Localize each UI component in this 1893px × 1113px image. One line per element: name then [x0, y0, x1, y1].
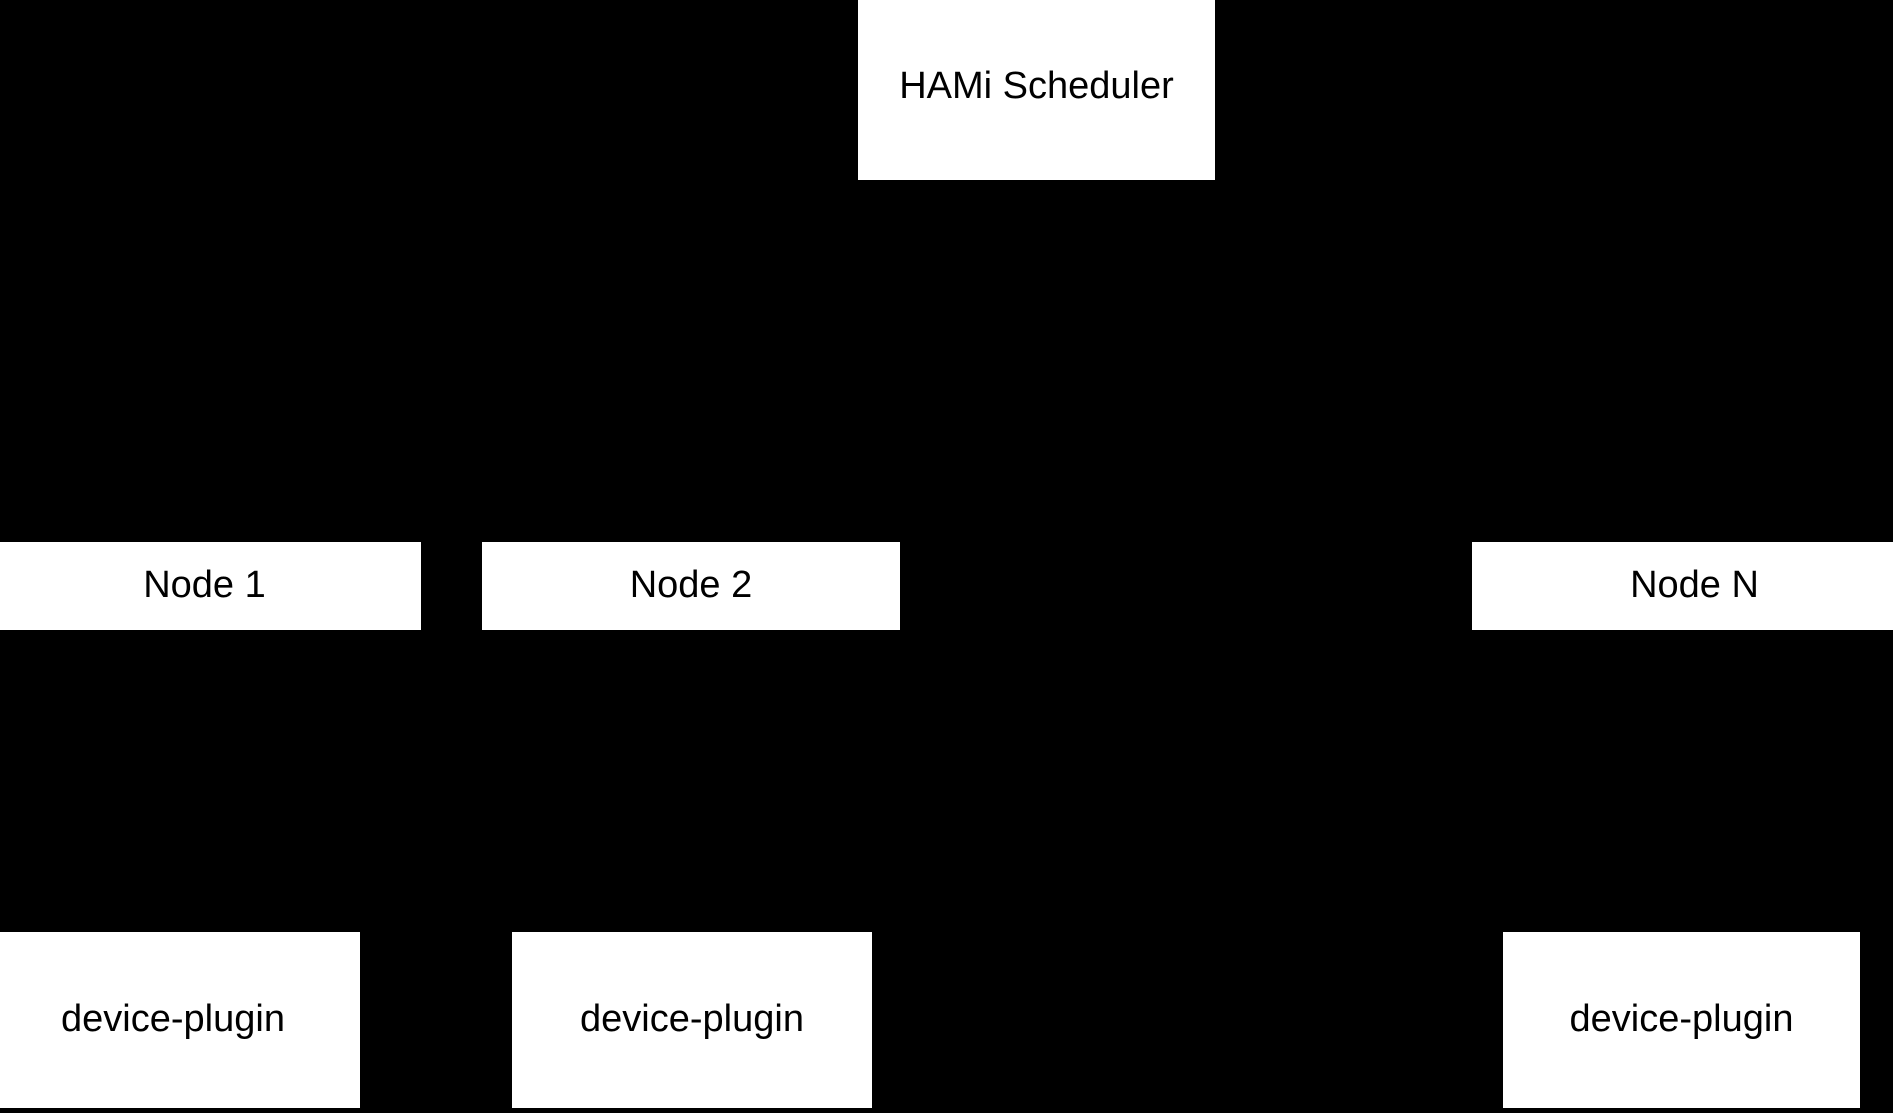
- device-plugin-1-label: device-plugin: [61, 998, 285, 1041]
- hami-scheduler-label: HAMi Scheduler: [899, 65, 1174, 108]
- device-plugin-1-node[interactable]: device-plugin: [0, 932, 360, 1108]
- device-plugin-3-label: device-plugin: [1569, 998, 1794, 1041]
- node-2-label: Node 2: [629, 564, 753, 607]
- node-1-label: Node 1: [143, 564, 266, 607]
- node-2-node[interactable]: Node 2: [482, 542, 900, 630]
- node-1-node[interactable]: Node 1: [0, 542, 421, 630]
- node-n-label: Node N: [1630, 564, 1759, 607]
- device-plugin-3-node[interactable]: device-plugin: [1503, 932, 1860, 1108]
- device-plugin-2-node[interactable]: device-plugin: [512, 932, 872, 1108]
- hami-scheduler-node[interactable]: HAMi Scheduler: [858, 0, 1215, 180]
- node-n-node[interactable]: Node N: [1472, 542, 1893, 630]
- device-plugin-2-label: device-plugin: [580, 998, 804, 1041]
